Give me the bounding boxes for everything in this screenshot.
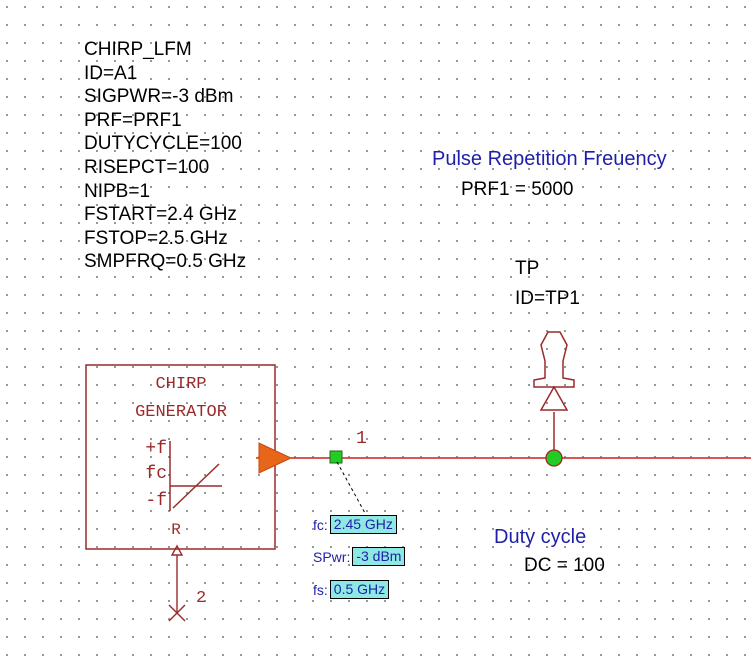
annotation-spwr[interactable]: SPwr: -3 dBm xyxy=(313,547,406,566)
annotation-node-marker[interactable] xyxy=(329,450,343,464)
probe-tip-icon xyxy=(533,331,575,388)
output-node-number: 1 xyxy=(356,429,367,449)
chirp-ramp-icon xyxy=(169,441,222,511)
r-port-arrow-icon xyxy=(170,544,184,556)
annotation-fc-value: 2.45 GHz xyxy=(329,515,397,534)
annotation-leader-line xyxy=(336,461,366,514)
probe-arrow-icon xyxy=(539,385,569,411)
param-sigpwr[interactable]: SIGPWR=-3 dBm xyxy=(84,86,234,108)
param-name[interactable]: CHIRP_LFM xyxy=(84,39,192,60)
chirp-block-title: CHIRP xyxy=(155,375,206,394)
param-risepct[interactable]: RISEPCT=100 xyxy=(84,156,210,178)
element-parameters: CHIRP_LFM ID=A1 SIGPWR=-3 dBm PRF=PRF1 D… xyxy=(84,38,246,274)
param-dutycycle[interactable]: DUTYCYCLE=100 xyxy=(84,133,242,155)
minus-f-label: -f xyxy=(145,491,167,511)
r-port[interactable] xyxy=(168,544,186,622)
annotation-fs-label: fs: xyxy=(313,581,328,598)
annotation-fs[interactable]: fs: 0.5 GHz xyxy=(313,580,390,599)
prf-equation[interactable]: PRF1 = 5000 xyxy=(461,179,574,200)
param-prf[interactable]: PRF=PRF1 xyxy=(84,109,182,131)
output-port-arrow-icon xyxy=(258,442,293,474)
param-fstop[interactable]: FSTOP=2.5 GHz xyxy=(84,227,228,249)
output-port[interactable] xyxy=(256,442,293,474)
param-id[interactable]: ID=A1 xyxy=(84,62,138,84)
annotation-fc-label: fc: xyxy=(313,516,328,533)
r-node-number: 2 xyxy=(196,589,206,608)
test-point-name[interactable]: TP xyxy=(515,258,540,279)
plus-f-label: +f xyxy=(145,439,167,459)
param-smpfrq[interactable]: SMPFRQ=0.5 GHz xyxy=(84,251,247,273)
r-port-label: R xyxy=(171,521,181,539)
prf-equation-title[interactable]: Pulse Repetition Freuency xyxy=(432,148,667,170)
chirp-generator-block[interactable]: CHIRP GENERATOR +f fc -f R xyxy=(85,364,276,550)
annotation-spwr-value: -3 dBm xyxy=(352,547,406,566)
annotation-fs-value: 0.5 GHz xyxy=(329,580,390,599)
param-fstart[interactable]: FSTART=2.4 GHz xyxy=(84,204,237,226)
test-point-id[interactable]: ID=TP1 xyxy=(515,288,580,309)
fc-label: fc xyxy=(145,464,167,484)
chirp-block-subtitle: GENERATOR xyxy=(135,403,227,422)
param-nipb[interactable]: NIPB=1 xyxy=(84,180,151,202)
annotation-fc[interactable]: fc: 2.45 GHz xyxy=(313,515,397,534)
duty-cycle-title[interactable]: Duty cycle xyxy=(494,526,587,548)
test-point-node xyxy=(545,449,563,467)
test-point-probe[interactable] xyxy=(533,331,575,467)
annotation-spwr-label: SPwr: xyxy=(313,548,351,565)
duty-cycle-equation[interactable]: DC = 100 xyxy=(524,555,605,576)
